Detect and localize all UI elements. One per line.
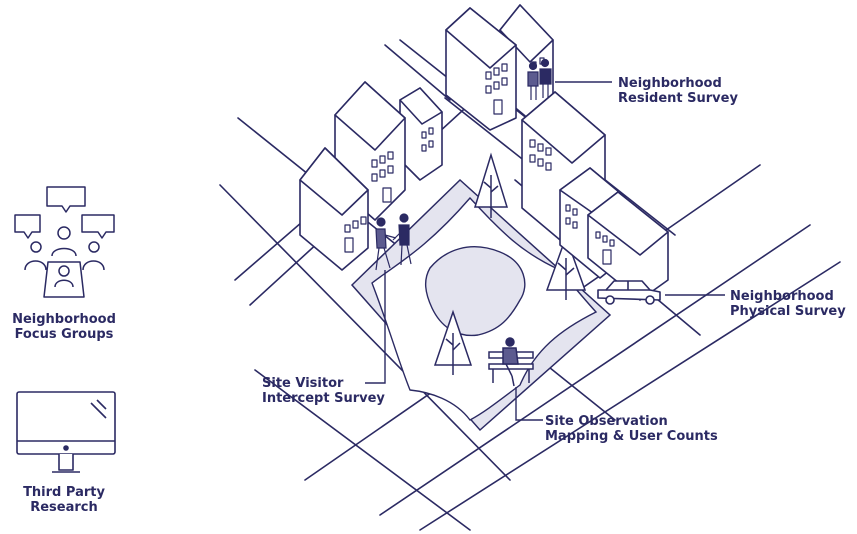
resident-survey-label-line1: Neighborhood bbox=[618, 76, 722, 91]
person-on-bench-icon bbox=[488, 337, 534, 387]
park bbox=[350, 178, 612, 432]
intercept-survey-label-line1: Site Visitor bbox=[262, 376, 344, 391]
third-party-label: Third Party Research bbox=[8, 485, 120, 515]
intercept-survey-label-line2: Intercept Survey bbox=[262, 391, 385, 406]
focus-groups-label: Neighborhood Focus Groups bbox=[8, 312, 120, 342]
resident-survey-label: Neighborhood Resident Survey bbox=[618, 76, 738, 106]
third-party-label-line2: Research bbox=[30, 500, 98, 515]
callout-lines bbox=[365, 81, 725, 421]
physical-survey-label-line1: Neighborhood bbox=[730, 289, 834, 304]
physical-survey-label-line2: Physical Survey bbox=[730, 304, 846, 319]
resident-survey-label-line2: Resident Survey bbox=[618, 91, 738, 106]
residents-couple-icon bbox=[527, 58, 552, 100]
tree bbox=[433, 309, 473, 375]
park-inner-lawn bbox=[425, 246, 526, 337]
desktop-monitor-icon bbox=[16, 391, 116, 473]
trees bbox=[433, 152, 587, 375]
focus-groups-label-line1: Neighborhood bbox=[12, 312, 116, 327]
tree bbox=[545, 234, 587, 300]
right-buildings bbox=[521, 91, 669, 301]
meeting-table-icon bbox=[14, 186, 115, 298]
top-buildings bbox=[445, 4, 554, 131]
focus-groups-label-line2: Focus Groups bbox=[14, 327, 114, 342]
observation-label-line2: Mapping & User Counts bbox=[545, 429, 718, 444]
observation-label: Site Observation Mapping & User Counts bbox=[545, 414, 718, 444]
two-people-talking-icon bbox=[375, 213, 412, 271]
left-buildings bbox=[299, 81, 443, 271]
third-party-label-line1: Third Party bbox=[23, 485, 105, 500]
observation-label-line1: Site Observation bbox=[545, 414, 668, 429]
tree bbox=[473, 152, 509, 218]
intercept-survey-label: Site Visitor Intercept Survey bbox=[262, 376, 385, 406]
car-icon bbox=[597, 280, 661, 305]
physical-survey-label: Neighborhood Physical Survey bbox=[730, 289, 846, 319]
